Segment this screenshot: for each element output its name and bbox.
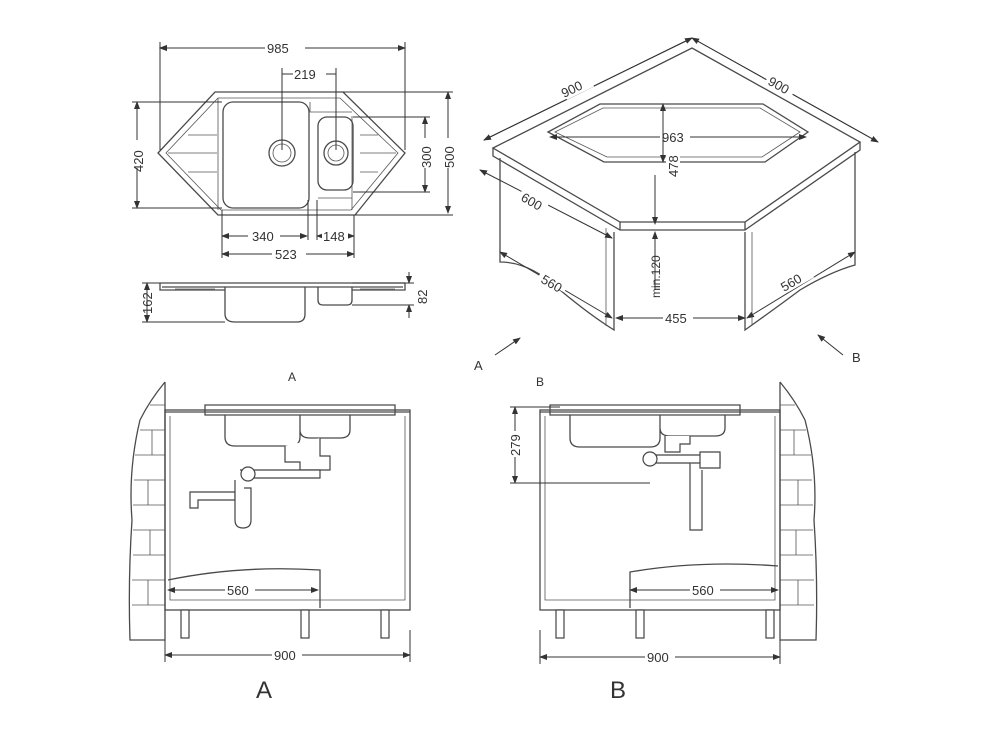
dim-148: 148 [323, 229, 345, 244]
dim-279: 279 [508, 434, 523, 456]
view-a-caption: A [256, 677, 272, 704]
view-b-caption: B [610, 677, 626, 704]
view-b-title: B [536, 375, 544, 389]
dim-455: 455 [665, 311, 687, 326]
dim-985: 985 [267, 41, 289, 56]
dim-300: 300 [419, 146, 434, 168]
dim-560-b: 560 [692, 583, 714, 598]
dim-500: 500 [442, 146, 457, 168]
view-a: A 560 900 A [128, 370, 411, 704]
view-a-title: A [288, 370, 296, 384]
view-arrow-b-label: B [852, 350, 861, 365]
dim-219: 219 [294, 67, 316, 82]
dim-523: 523 [275, 247, 297, 262]
dim-340: 340 [252, 229, 274, 244]
side-view: 162 82 [140, 272, 430, 323]
dim-900-b: 900 [647, 650, 669, 665]
view-b: B 279 560 900 B [508, 375, 818, 704]
dim-560-a: 560 [227, 583, 249, 598]
dim-900-a: 900 [274, 648, 296, 663]
view-arrow-a-label: A [474, 358, 483, 373]
dim-82: 82 [415, 290, 430, 304]
dim-963: 963 [662, 130, 684, 145]
dim-420: 420 [131, 150, 146, 172]
isometric-view: 900 900 963 478 600 560 560 min.120 455 … [474, 37, 879, 373]
dim-478: 478 [666, 155, 681, 177]
dim-162: 162 [140, 292, 155, 314]
dim-min-120: min.120 [649, 255, 663, 298]
plan-view: 985 219 420 300 500 340 148 523 [130, 40, 457, 262]
